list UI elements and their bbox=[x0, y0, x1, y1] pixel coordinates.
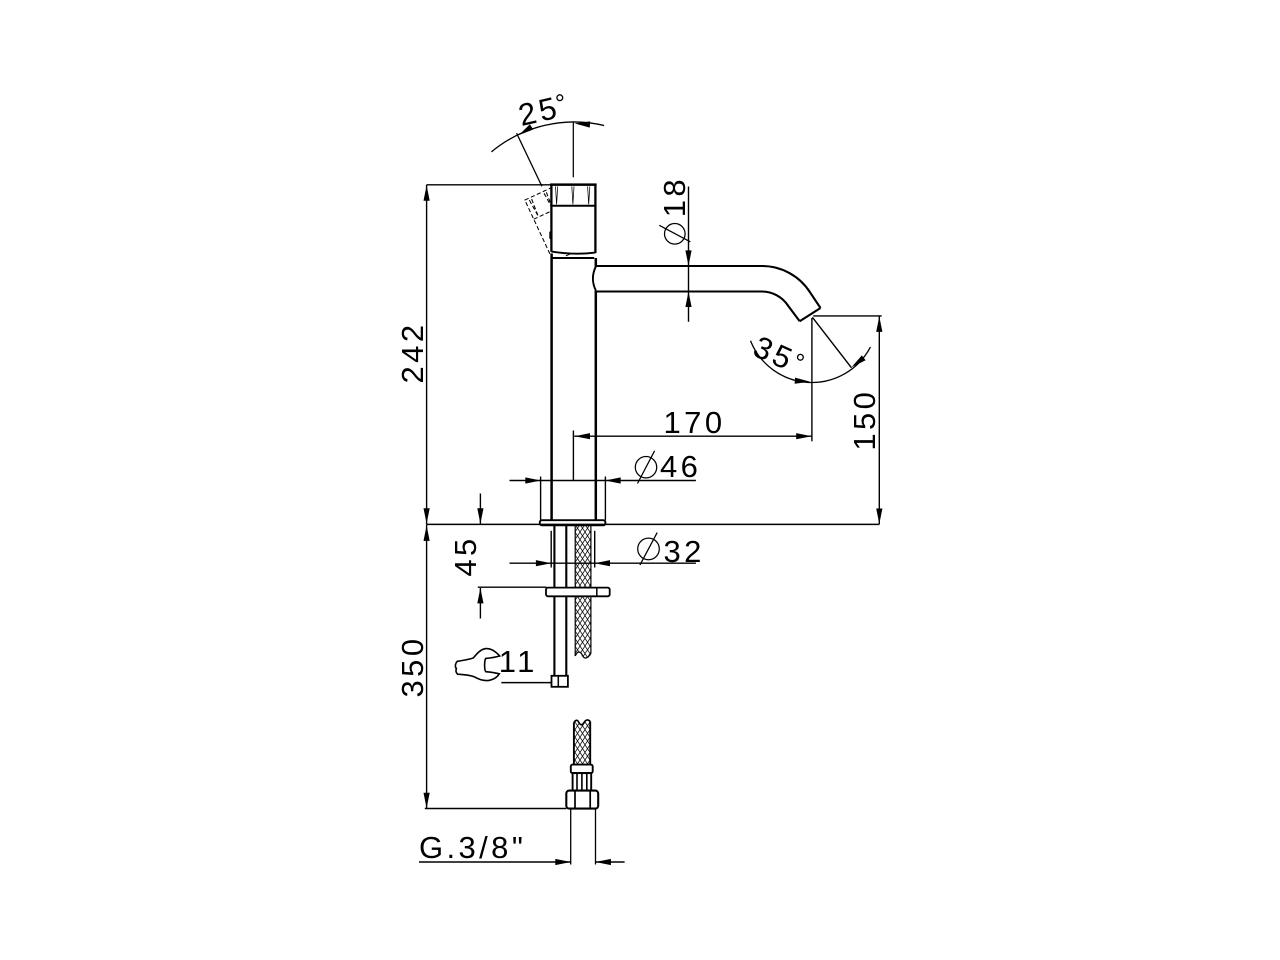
svg-text:18: 18 bbox=[657, 176, 692, 217]
svg-text:350: 350 bbox=[395, 636, 430, 698]
svg-text:242: 242 bbox=[395, 322, 430, 384]
svg-text:11: 11 bbox=[499, 644, 538, 679]
svg-text:32: 32 bbox=[664, 534, 705, 569]
svg-text:G.3/8": G.3/8" bbox=[419, 830, 526, 865]
svg-text:45: 45 bbox=[448, 535, 483, 576]
svg-text:46: 46 bbox=[660, 449, 701, 484]
svg-text:170: 170 bbox=[664, 405, 726, 440]
svg-text:150: 150 bbox=[847, 389, 882, 451]
